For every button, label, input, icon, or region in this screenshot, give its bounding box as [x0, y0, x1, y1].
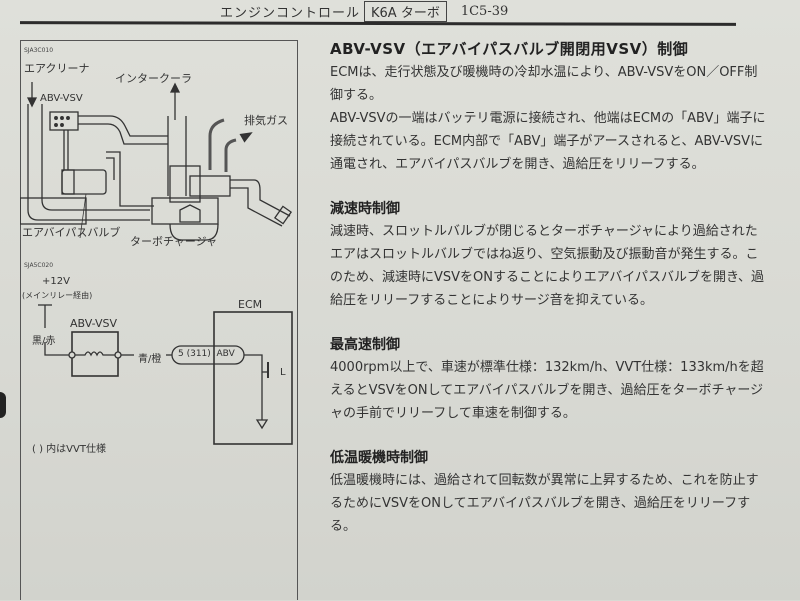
page-header: エンジンコントロール K6A ターボ 1C5-39	[220, 0, 508, 22]
paragraph: ABV-VSVの一端はバッテリ電源に接続され、他端はECMの「ABV」端子に接続…	[330, 111, 766, 172]
section-title: ABV-VSV（エアバイパスバルブ開閉用VSV）制御	[330, 40, 689, 58]
binder-hole	[0, 392, 6, 418]
paragraph: 低温暖機時には、過給されて回転数が異常に上昇するため、これを防止するためにVSV…	[330, 473, 759, 534]
section-title: 低温暖機時制御	[330, 450, 428, 466]
section-abv-vsv-control: ABV-VSV（エアバイパスバルブ開閉用VSV）制御 ECMは、走行状態及び暖機…	[330, 38, 770, 176]
header-model-box: K6A ターボ	[364, 0, 447, 22]
paragraph: ECMは、走行状態及び暖機時の冷却水温により、ABV-VSVをON／OFF制御す…	[330, 65, 758, 103]
transistor-label: L	[280, 367, 286, 378]
paragraph: 4000rpm以上で、車速が標準仕様：132km/h、VVT仕様：133km/h…	[330, 360, 764, 421]
section-top-speed-control: 最高速制御 4000rpm以上で、車速が標準仕様：132km/h、VVT仕様：1…	[330, 334, 770, 425]
label-exhaust: 排気ガス	[244, 114, 288, 127]
turbo-system-diagram	[20, 82, 293, 241]
page-number: 1C5-39	[460, 3, 509, 19]
label-wire-black-red: 黒/赤	[32, 336, 56, 347]
label-air-bypass-valve: エアバイパスバルブ	[22, 226, 121, 239]
label-main-relay: (メインリレー経由)	[22, 291, 93, 300]
paragraph: 減速時、スロットルバルブが閉じるとターボチャージャにより過給されたエアはスロット…	[330, 224, 765, 308]
header-section: エンジンコントロール	[220, 5, 361, 21]
content-column: ABV-VSV（エアバイパスバルブ開閉用VSV）制御 ECMは、走行状態及び暖機…	[330, 38, 770, 560]
label-wire-blue-orange: 青/橙	[138, 354, 162, 365]
label-turbocharger: ターボチャージャ	[130, 235, 218, 248]
header-rule	[19, 21, 737, 26]
label-abv-vsv: ABV-VSV	[40, 93, 83, 104]
figure2-code: SJA5C020	[24, 262, 54, 269]
section-title: 最高速制御	[330, 337, 400, 353]
ecm-terminal: 5 (311) ABV	[178, 349, 235, 359]
section-cold-warmup-control: 低温暖機時制御 低温暖機時には、過給されて回転数が異常に上昇するため、これを防止…	[330, 447, 770, 538]
figure-frame	[20, 40, 298, 600]
section-deceleration-control: 減速時制御 減速時、スロットルバルブが閉じるとターボチャージャにより過給されたエ…	[330, 198, 770, 312]
label-intercooler: インタークーラ	[115, 72, 192, 85]
label-air-cleaner: エアクリーナ	[24, 62, 90, 75]
circuit-diagram	[38, 304, 293, 445]
label-12v: +12V	[42, 276, 70, 287]
label-abv-vsv-circuit: ABV-VSV	[70, 317, 117, 330]
figure1-code: SJA3C010	[24, 47, 54, 54]
label-ecm: ECM	[238, 298, 263, 311]
vvt-note: ( ) 内はVVT仕様	[32, 444, 106, 455]
section-title: 減速時制御	[330, 201, 400, 217]
